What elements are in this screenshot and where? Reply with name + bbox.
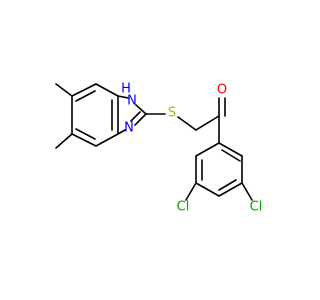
bond-imid-4: [117, 129, 126, 135]
bond-benzo-1-inner: [75, 90, 96, 102]
atom-label-nitrogen-upper: N: [127, 94, 137, 109]
bond-imid-2: [135, 104, 147, 115]
atom-label-sulfur: S: [168, 106, 176, 121]
bond-imid-1: [117, 95, 129, 99]
atom-label-chlorine-right: Cl: [250, 200, 263, 215]
bond-imid-3: [134, 113, 147, 126]
bond-layer: [55, 83, 253, 201]
bond-benzo-4: [95, 133, 119, 147]
bond-s-ch2: [177, 116, 197, 131]
bond-ar-3: [218, 182, 243, 197]
bond-benzo-5-inner: [75, 128, 96, 140]
bond-imid-3-inner: [130, 111, 141, 122]
bond-methyl-upper: [55, 83, 73, 97]
molecule-structure: H N N S O Cl Cl: [55, 82, 262, 215]
bond-ar-3-inner: [218, 179, 237, 191]
molecule-canvas: H N N S O Cl Cl: [55, 81, 263, 215]
bond-c-cl-right: [241, 182, 253, 201]
bond-benzo-5: [71, 133, 97, 147]
atom-label-oxygen: O: [217, 83, 227, 98]
atom-label-nh-hydrogen: H: [121, 82, 131, 97]
bond-c-cl-left: [185, 182, 197, 201]
atom-label-nitrogen-lower: N: [124, 121, 134, 136]
bond-ch2-co: [195, 115, 220, 131]
bond-ar-1: [218, 142, 243, 157]
bond-ar-6: [195, 142, 220, 157]
bond-methyl-lower: [55, 133, 73, 149]
bond-benzo-1: [71, 83, 97, 97]
atom-label-chlorine-left: Cl: [177, 200, 190, 215]
atom-label-layer: H N N S O Cl Cl: [121, 82, 262, 215]
bond-ar-4: [195, 182, 220, 197]
bond-ar-1-inner: [221, 149, 241, 162]
bond-benzo-2: [95, 83, 119, 97]
